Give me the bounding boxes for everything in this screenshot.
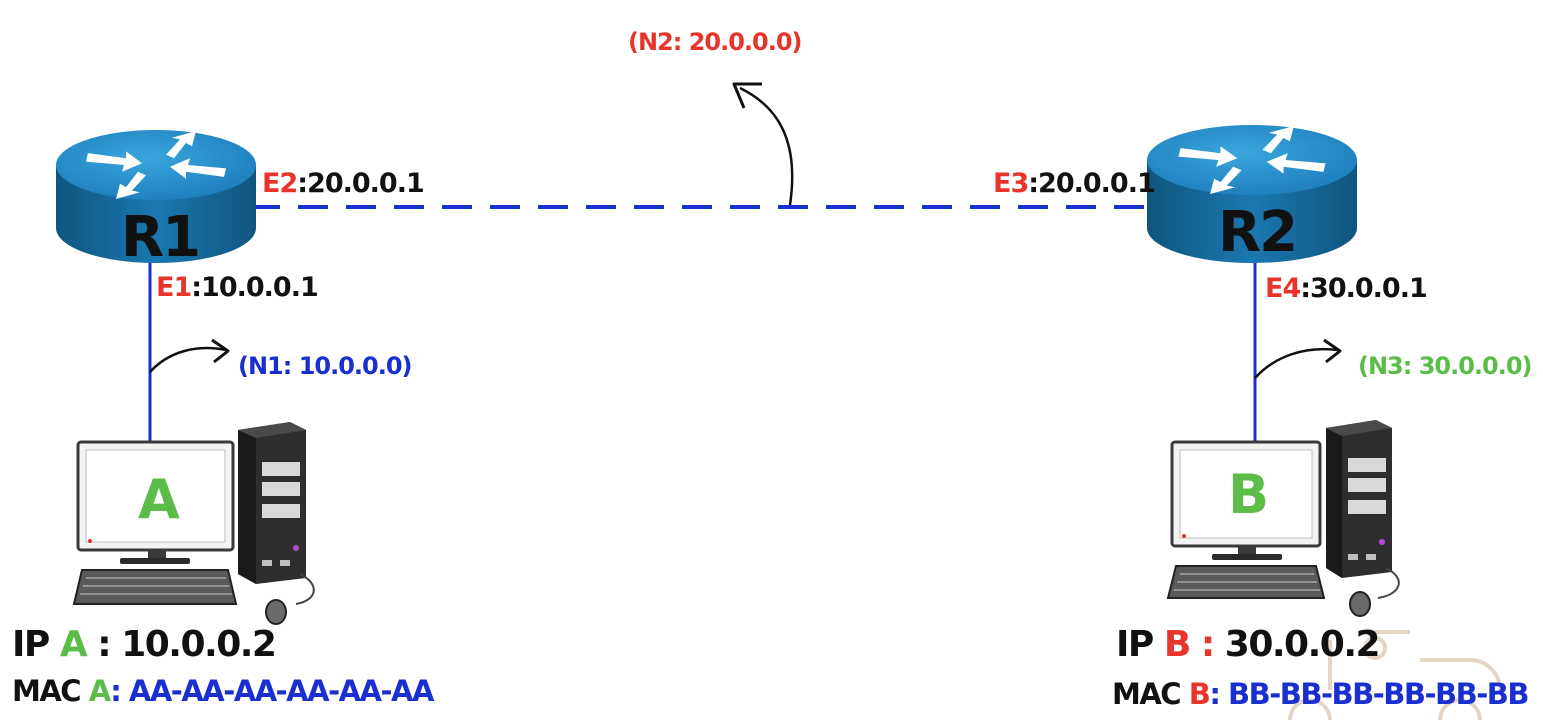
host-b-mac-prefix: MAC <box>1112 677 1182 711</box>
interface-e3-ip: :20.0.0.1 <box>1028 168 1156 199</box>
host-a-mac-sep: : <box>110 674 122 708</box>
interface-e2-label: E2:20.0.0.1 <box>262 168 425 199</box>
curved-arrow-icon <box>732 82 794 206</box>
interface-e1-name: E1 <box>156 272 192 303</box>
host-a-mac-value: AA-AA-AA-AA-AA-AA <box>128 674 435 708</box>
host-b-screen-letter: B <box>1228 463 1269 526</box>
host-b-mac-letter: B <box>1188 677 1211 711</box>
host-b-ip-prefix: IP <box>1116 624 1154 665</box>
interface-e1-ip: :10.0.0.1 <box>191 272 319 303</box>
host-b-mac-value: BB-BB-BB-BB-BB-BB <box>1228 677 1529 711</box>
interface-e2-name: E2 <box>262 168 298 199</box>
host-b-ip-letter: B <box>1163 624 1191 665</box>
desktop-computer-icon <box>72 422 315 625</box>
host-a-ip-value: 10.0.0.2 <box>121 624 277 665</box>
host-b-ip-sep: : <box>1200 624 1215 665</box>
host-a-mac-line: MAC A: AA-AA-AA-AA-AA-AA <box>12 674 435 708</box>
interface-e3-label: E3:20.0.0.1 <box>993 168 1156 199</box>
host-a-mac-prefix: MAC <box>12 674 82 708</box>
curved-arrow-icon <box>149 338 230 373</box>
interface-e1-label: E1:10.0.0.1 <box>156 272 319 303</box>
host-b-ip-value: 30.0.0.2 <box>1224 624 1381 665</box>
host-b-ip-line: IP B : 30.0.0.2 <box>1116 624 1381 665</box>
network-n3-label: (N3: 30.0.0.0) <box>1358 352 1533 380</box>
router-icon <box>1147 125 1357 263</box>
interface-e3-name: E3 <box>993 168 1029 199</box>
host-a-ip-sep: : <box>97 624 111 665</box>
host-a-ip-prefix: IP <box>12 624 50 665</box>
interface-e4-ip: :30.0.0.1 <box>1300 273 1428 304</box>
host-b-mac-sep: : <box>1209 677 1221 711</box>
host-a-ip-letter: A <box>59 624 88 665</box>
host-a-ip-line: IP A : 10.0.0.2 <box>12 624 277 665</box>
watermark-logo <box>1288 630 1502 721</box>
router-r2-name: R2 <box>1218 200 1298 265</box>
curved-arrow-icon <box>1254 338 1342 379</box>
network-n2-label: (N2: 20.0.0.0) <box>628 28 803 56</box>
host-a-screen-letter: A <box>138 468 180 531</box>
host-a-mac-letter: A <box>88 674 112 708</box>
desktop-computer-icon <box>1166 420 1400 617</box>
router-icon <box>56 130 256 263</box>
network-n1-label: (N1: 10.0.0.0) <box>238 352 413 380</box>
interface-e2-ip: :20.0.0.1 <box>297 168 425 199</box>
interface-e4-name: E4 <box>1265 273 1301 304</box>
host-b-mac-line: MAC B: BB-BB-BB-BB-BB-BB <box>1112 677 1529 711</box>
interface-e4-label: E4:30.0.0.1 <box>1265 273 1428 304</box>
router-r1-name: R1 <box>121 205 201 270</box>
